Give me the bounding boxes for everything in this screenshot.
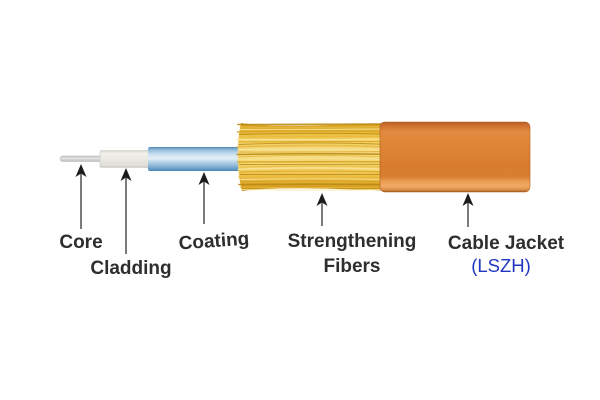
strengthening-fibers-label-line2: Fibers bbox=[323, 256, 380, 277]
lszh-label: (LSZH) bbox=[471, 255, 531, 276]
cladding-shape bbox=[99, 150, 151, 168]
cable-jacket-shape bbox=[379, 121, 531, 193]
fiber-strands bbox=[236, 123, 383, 191]
core-arrow bbox=[75, 164, 87, 229]
coating-shape bbox=[148, 147, 243, 171]
coating-label: Coating bbox=[178, 229, 250, 255]
core-shape bbox=[59, 155, 107, 162]
cladding-label: Cladding bbox=[90, 258, 171, 279]
core-label: Core bbox=[59, 232, 102, 253]
cladding-arrow bbox=[120, 168, 132, 254]
cable-jacket-label: Cable Jacket bbox=[448, 233, 565, 254]
strengthening-fibers-label-line1: Strengthening bbox=[288, 231, 417, 252]
cable-jacket-arrow bbox=[462, 193, 474, 227]
coating-arrow bbox=[198, 172, 210, 224]
strengthening-fibers-arrow bbox=[316, 193, 328, 226]
